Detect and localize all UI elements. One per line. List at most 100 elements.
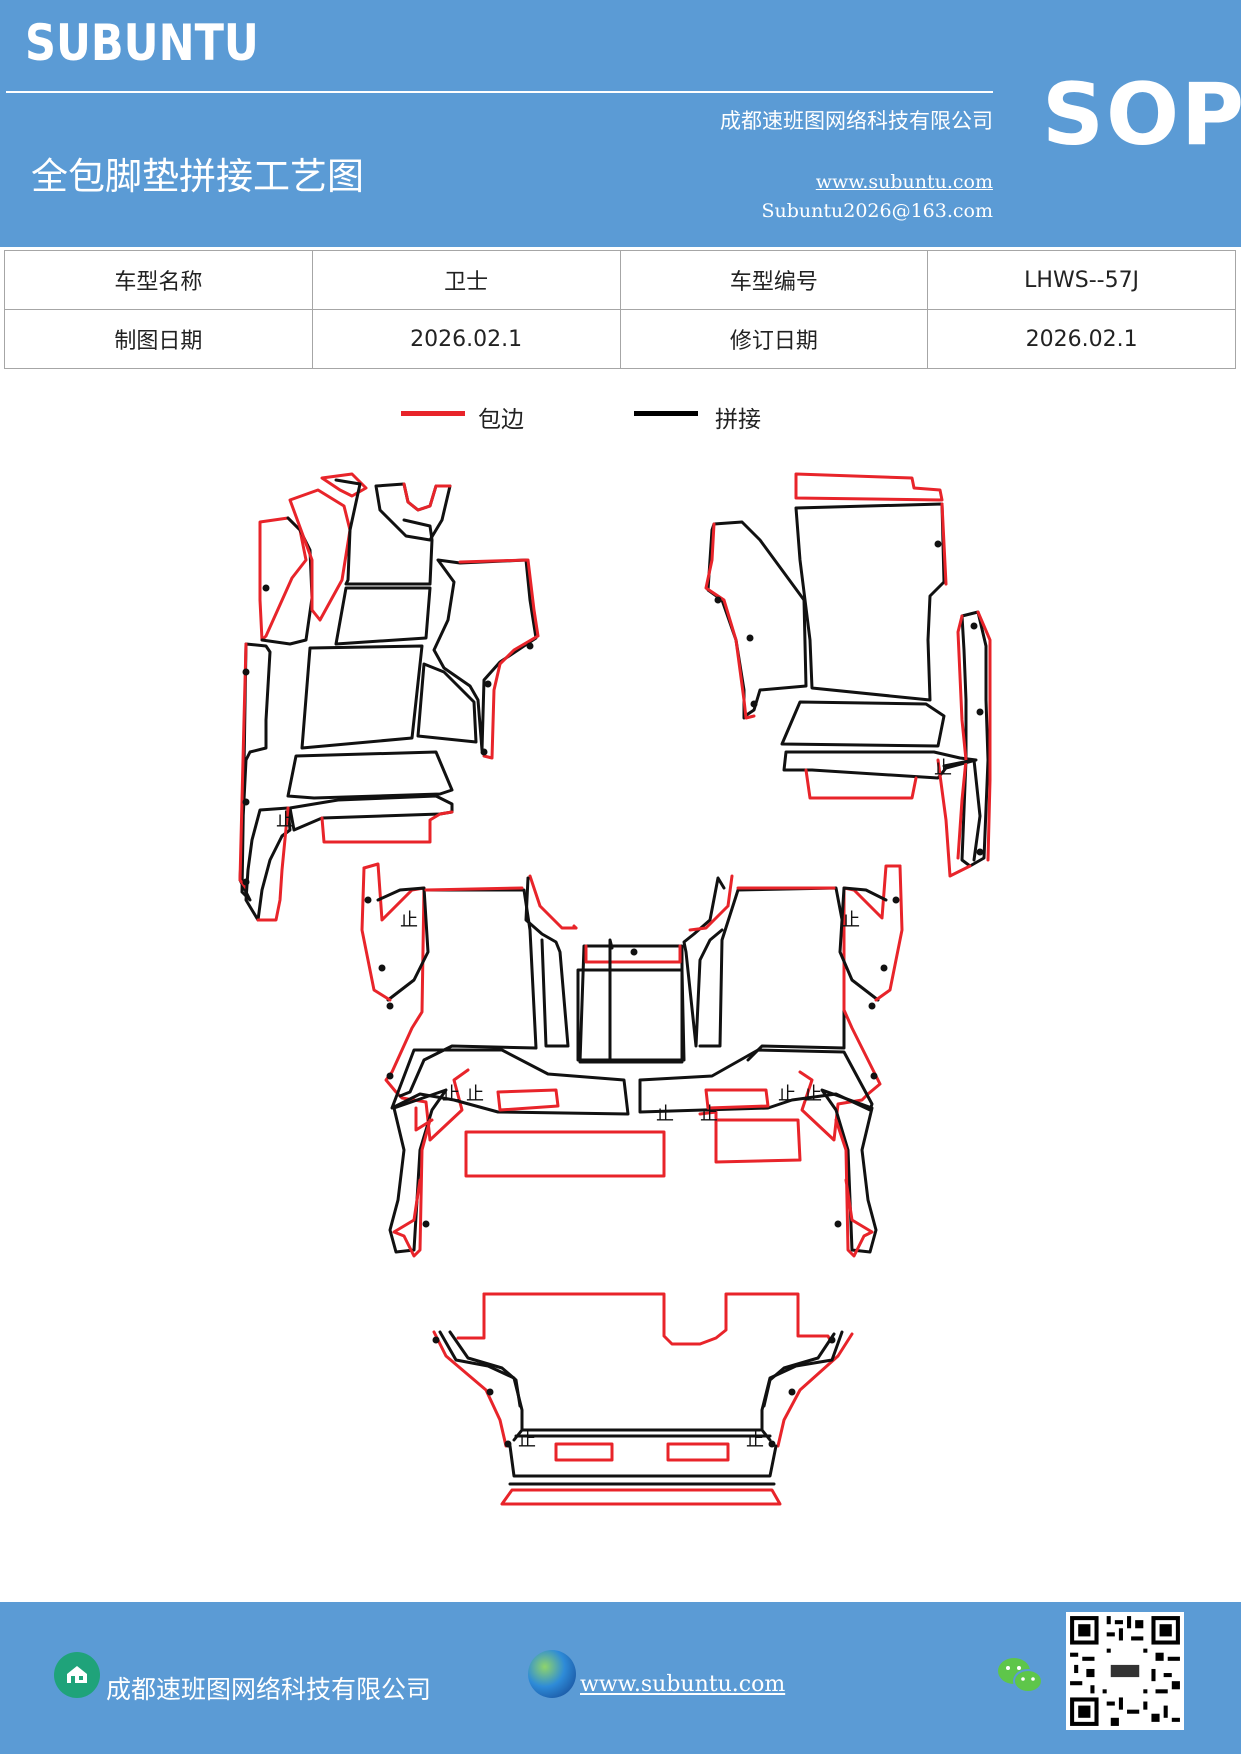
footer-company: 成都速班图网络科技有限公司 — [106, 1675, 432, 1704]
fastener-dot — [504, 1440, 512, 1448]
fastener-dot — [242, 798, 250, 806]
mat-piece — [398, 888, 538, 1098]
legend: 包边 拼接 — [0, 398, 1241, 438]
mat-piece — [388, 1088, 448, 1254]
mat-piece — [390, 1048, 630, 1116]
mat-piece — [940, 502, 948, 586]
mat-piece — [482, 1292, 832, 1346]
mat-piece — [698, 886, 846, 1062]
model-code-label: 车型编号 — [619, 250, 929, 310]
seam-mark: 止 — [466, 1084, 484, 1105]
fastener-dot — [970, 622, 978, 630]
model-name-label: 车型名称 — [4, 250, 313, 310]
front-right-mat-group: 止 — [704, 472, 992, 878]
mat-piece — [698, 1110, 718, 1120]
legend-edge-swatch — [401, 411, 465, 416]
home-icon — [54, 1652, 100, 1698]
header-company: 成都速班图网络科技有限公司 — [720, 109, 993, 133]
page-title: 全包脚垫拼接工艺图 — [31, 155, 364, 198]
fastener-dot — [868, 1002, 876, 1010]
mat-piece — [414, 1106, 434, 1132]
mat-piece — [458, 558, 540, 760]
fastener-dot — [934, 540, 942, 548]
mat-piece — [578, 944, 684, 1064]
model-code-value: LHWS--57J — [927, 250, 1236, 310]
legend-joint-swatch — [634, 411, 698, 416]
draw-date-value: 2026.02.1 — [311, 309, 621, 369]
mat-piece — [334, 478, 434, 586]
footer-banner: 成都速班图网络科技有限公司 www.subuntu.com — [0, 1602, 1241, 1754]
mat-piece — [760, 1330, 844, 1442]
mat-piece — [960, 610, 990, 868]
fastener-dot — [976, 708, 984, 716]
mat-piece — [576, 968, 686, 1062]
mat-piece — [820, 1088, 878, 1254]
seam-mark: 止 — [842, 910, 860, 931]
mat-piece — [456, 1292, 486, 1340]
mat-piece — [360, 866, 392, 1002]
table-row: 车型名称 卫士 车型编号 LHWS--57J — [4, 250, 1236, 310]
mat-piece — [554, 1442, 614, 1462]
middle-mat-group: 止 止 止 止 止 止 止 止 — [360, 862, 904, 1258]
seam-mark: 止 — [442, 1084, 460, 1105]
mat-piece — [528, 874, 578, 930]
mat-piece — [704, 1088, 770, 1110]
header-website-link[interactable]: www.subuntu.com — [815, 171, 993, 193]
mat-piece — [794, 472, 944, 502]
fastener-dot — [386, 1002, 394, 1010]
fastener-dot — [386, 1072, 394, 1080]
seam-mark: 止 — [518, 1430, 536, 1451]
fastener-dot — [480, 748, 488, 756]
header-divider — [6, 91, 993, 93]
fastener-dot — [834, 1220, 842, 1228]
mat-piece — [798, 864, 902, 1142]
seam-mark: 止 — [400, 910, 418, 931]
fastener-dot — [880, 964, 888, 972]
fastener-dot — [630, 948, 638, 956]
mat-piece — [976, 610, 992, 862]
mat-piece — [258, 516, 308, 642]
fastener-dot — [242, 668, 250, 676]
mat-piece — [794, 502, 946, 702]
revise-date-value: 2026.02.1 — [927, 309, 1236, 369]
fastener-dot — [378, 964, 386, 972]
fastener-dot — [788, 1388, 796, 1396]
mat-piece — [432, 558, 538, 752]
mat-piece — [714, 1118, 802, 1164]
wechat-icon[interactable] — [996, 1654, 1046, 1698]
mat-piece — [286, 750, 454, 800]
fastener-dot — [768, 1440, 776, 1448]
mat-piece — [238, 642, 248, 890]
seam-mark: 止 — [656, 1104, 674, 1125]
mat-piece — [804, 768, 918, 800]
mat-piece — [780, 700, 946, 748]
header-email[interactable]: Subuntu2026@163.com — [761, 200, 993, 222]
fastener-dot — [828, 1336, 836, 1344]
fastener-dot — [892, 896, 900, 904]
model-name-value: 卫士 — [311, 250, 621, 310]
seam-mark: 止 — [700, 1104, 718, 1125]
seam-mark: 止 — [934, 758, 952, 779]
mat-piece — [704, 522, 756, 720]
mat-piece — [448, 1330, 522, 1408]
fastener-dot — [976, 848, 984, 856]
mat-piece — [762, 1332, 836, 1408]
mat-piece — [838, 886, 888, 1002]
fastener-dot — [364, 896, 372, 904]
mat-piece — [508, 1444, 778, 1478]
fastener-dots — [242, 540, 984, 1448]
mat-piece — [500, 1488, 782, 1506]
mat-piece — [376, 886, 430, 1002]
mat-piece — [464, 1130, 666, 1178]
fastener-dot — [750, 700, 758, 708]
fastener-dot — [714, 596, 722, 604]
fastener-dot — [242, 878, 250, 886]
mat-piece — [706, 520, 808, 720]
mat-piece — [782, 750, 978, 780]
mat-piece — [300, 644, 424, 750]
mat-piece — [572, 924, 578, 930]
footer-website-link[interactable]: www.subuntu.com — [580, 1672, 786, 1697]
fastener-dot — [262, 584, 270, 592]
brand-logo: SUBUNTU — [25, 14, 259, 72]
info-table: 车型名称 卫士 车型编号 LHWS--57J 制图日期 2026.02.1 修订… — [4, 250, 1236, 369]
